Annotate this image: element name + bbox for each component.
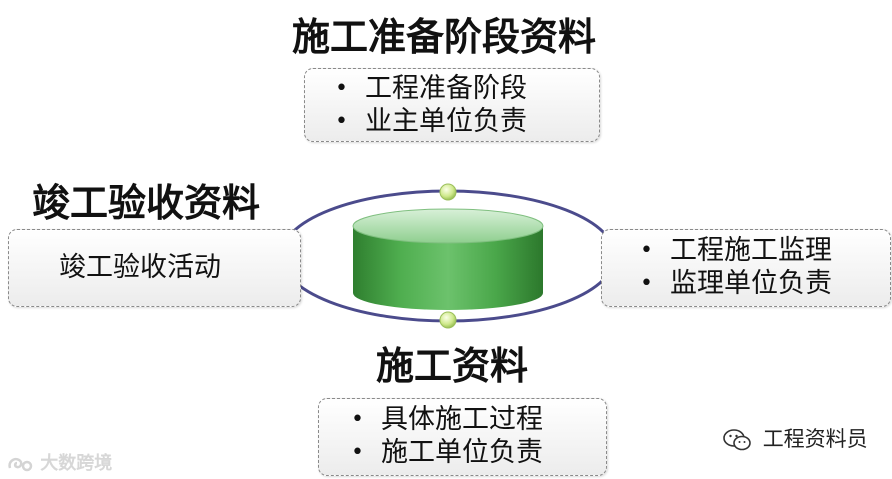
box-completion: 竣工验收活动 (8, 229, 301, 307)
title-completion: 竣工验收资料 (32, 180, 261, 225)
bullet-list: 工程准备阶段 业主单位负责 (335, 72, 527, 138)
watermark-right: 工程资料员 (722, 423, 868, 453)
watermark-left: 大数跨境 (6, 449, 112, 475)
watermark-right-text: 工程资料员 (762, 427, 868, 451)
box-preparation: 工程准备阶段 业主单位负责 (304, 68, 600, 142)
wechat-icon (722, 428, 752, 452)
cylinder-shape (352, 208, 544, 310)
bullet-list: 具体施工过程 施工单位负责 (351, 403, 543, 469)
bullet-item: 工程施工监理 (640, 234, 832, 267)
box-construction: 具体施工过程 施工单位负责 (318, 398, 607, 476)
bullet-item: 监理单位负责 (640, 267, 832, 300)
watermark-left-text: 大数跨境 (40, 453, 113, 474)
node-top (439, 183, 457, 201)
bullet-item: 工程准备阶段 (335, 72, 527, 105)
bullet-item: 具体施工过程 (351, 403, 543, 436)
bullet-list: 工程施工监理 监理单位负责 (640, 234, 832, 300)
swirl-logo-icon (6, 454, 34, 474)
box-supervision: 工程施工监理 监理单位负责 (601, 229, 891, 307)
node-bottom (439, 311, 457, 329)
title-construction: 施工资料 (376, 343, 529, 388)
bullet-item: 业主单位负责 (335, 105, 527, 138)
title-preparation: 施工准备阶段资料 (292, 14, 597, 59)
box-text: 竣工验收活动 (59, 252, 221, 283)
bullet-item: 施工单位负责 (351, 436, 543, 469)
